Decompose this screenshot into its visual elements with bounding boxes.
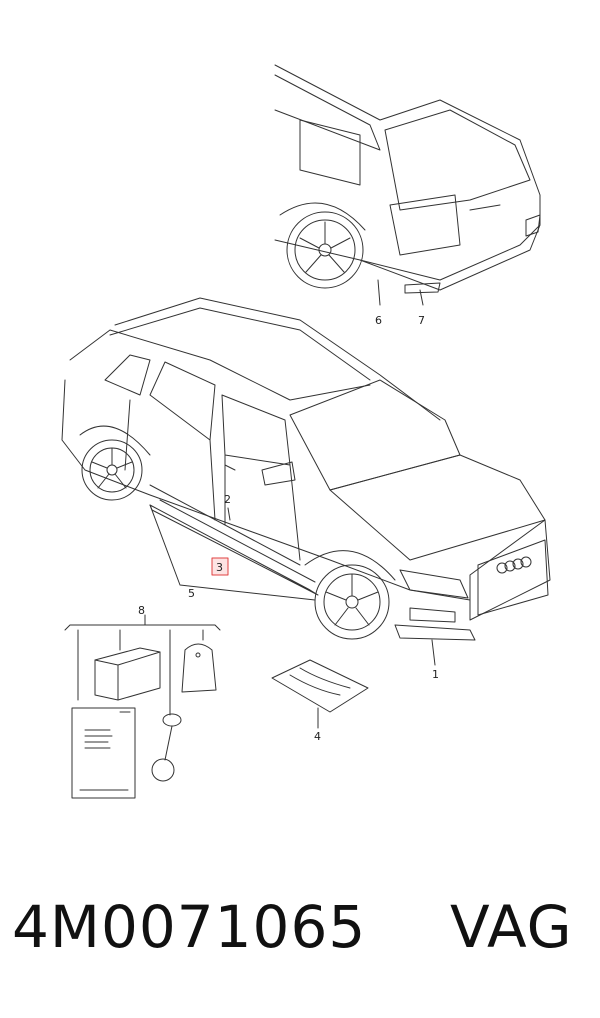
parts-diagram: 6 7 2 3 5 8 1 4 [61, 64, 551, 799]
accessory-items [71, 643, 369, 799]
callout-6: 6 [375, 314, 382, 327]
callout-1: 1 [432, 668, 439, 681]
callout-7: 7 [418, 314, 425, 327]
callout-5: 5 [188, 587, 195, 600]
callout-4: 4 [314, 730, 321, 743]
callout-8: 8 [138, 604, 145, 617]
part-number: 4M0071065 [12, 893, 367, 961]
accessory-bracket [64, 614, 221, 716]
callout-3: 3 [216, 561, 223, 574]
highlight-box-3 [211, 557, 229, 576]
brand-label: VAG [450, 893, 573, 961]
main-car [61, 297, 551, 666]
callout-2: 2 [224, 493, 231, 506]
rear-car-inset [274, 64, 541, 306]
